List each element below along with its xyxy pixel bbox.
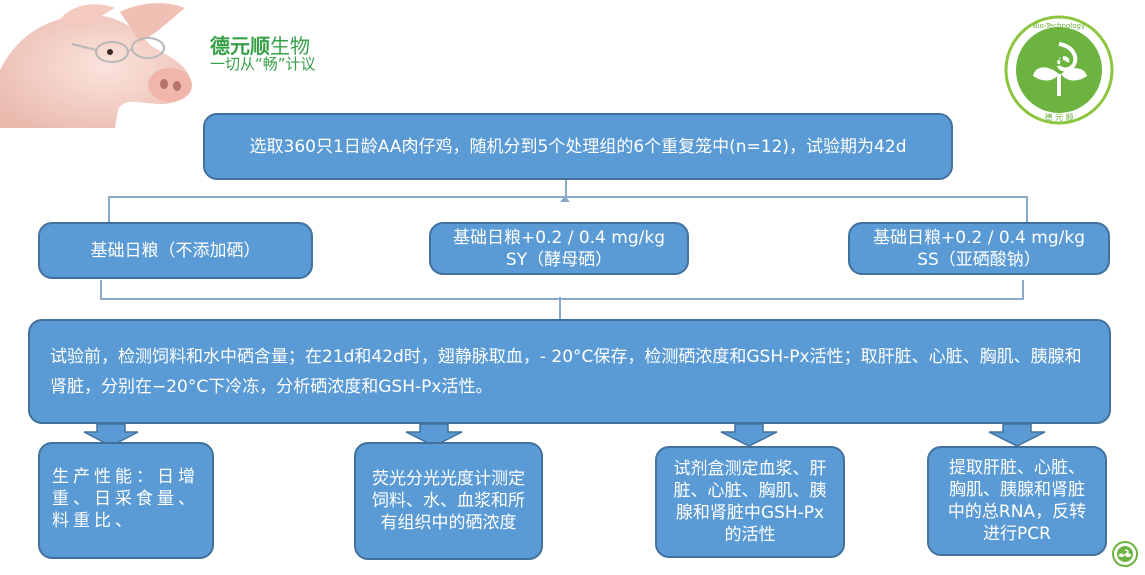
pig-illustration	[0, 3, 192, 128]
group-box-ss: 基础日粮+0.2 / 0.4 mg/kg SS（亚硒酸钠）	[848, 222, 1110, 275]
group-box-control: 基础日粮（不添加硒）	[38, 222, 313, 279]
top-step-box: 选取360只1日龄AA肉仔鸡，随机分到5个处理组的6个重复笼中(n=12)，试验…	[203, 113, 953, 180]
logo-text-bottom: 德 元 顺	[1044, 112, 1073, 122]
arrow-1	[83, 423, 139, 447]
small-logo-icon	[1112, 541, 1138, 567]
group-box-sy: 基础日粮+0.2 / 0.4 mg/kg SY（酵母硒）	[429, 222, 689, 275]
outcome-box-rna: 提取肝脏、心脏、胸肌、胰腺和肾脏中的总RNA，反转进行PCR	[927, 446, 1107, 556]
procedure-box: 试验前，检测饲料和水中硒含量；在21d和42d时，翅静脉取血，- 20°C保存，…	[28, 319, 1111, 424]
outcome-box-selenium: 荧光分光光度计测定饲料、水、血浆和所有组织中的硒浓度	[354, 442, 543, 560]
arrow-2	[405, 423, 463, 447]
outcome-box-gshpx: 试剂盒测定血浆、肝脏、心脏、胸肌、胰腺和肾脏中GSH-Px的活性	[655, 446, 845, 558]
connector-stem	[565, 180, 567, 197]
arrow-3	[720, 423, 778, 447]
logo-text-top: Bio-Technology	[1033, 22, 1085, 30]
connector-stem-2	[559, 297, 561, 319]
brand-slogan: 一切从“畅”计议	[210, 55, 316, 73]
arrow-4	[988, 423, 1046, 447]
outcome-box-performance: 生产性能：日增重、日采食量、料重比、	[38, 442, 214, 559]
company-logo: d Bio-Technology 德 元 顺	[1004, 15, 1114, 125]
logo-letter: d	[1054, 54, 1064, 70]
connector-tip	[560, 196, 570, 202]
connector-bottom	[100, 280, 1024, 300]
brand-name: 德元顺生物	[210, 34, 310, 58]
